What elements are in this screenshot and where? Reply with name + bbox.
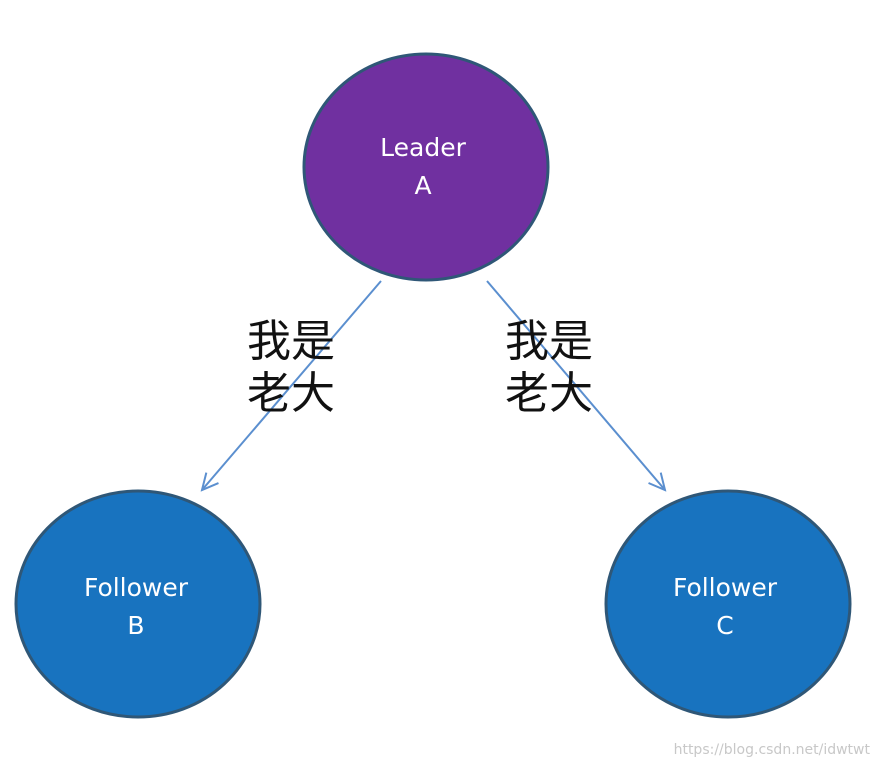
left-edge-label-line2: 老大 <box>247 368 335 419</box>
leader-node: Leader A <box>302 52 550 282</box>
follower-c-node: Follower C <box>604 489 852 719</box>
right-edge-label: 我是 老大 <box>505 316 593 419</box>
leader-circle <box>302 52 550 282</box>
follower-b-circle <box>14 489 262 719</box>
follower-c-role-label: Follower <box>673 573 778 602</box>
right-edge-label-line2: 老大 <box>505 368 593 419</box>
follower-b-id-label: B <box>127 611 144 640</box>
follower-b-node: Follower B <box>14 489 262 719</box>
leader-role-label: Leader <box>380 133 466 162</box>
watermark: https://blog.csdn.net/idwtwt <box>673 742 870 758</box>
left-edge-label-line1: 我是 <box>247 316 335 367</box>
left-edge-label: 我是 老大 <box>247 316 335 419</box>
arrow-leader-to-c <box>486 280 665 490</box>
leader-id-label: A <box>414 171 431 200</box>
follower-b-role-label: Follower <box>84 573 189 602</box>
right-edge-label-line1: 我是 <box>505 316 593 367</box>
follower-c-circle <box>604 489 852 719</box>
arrow-leader-to-b <box>202 280 382 490</box>
follower-c-id-label: C <box>716 611 733 640</box>
